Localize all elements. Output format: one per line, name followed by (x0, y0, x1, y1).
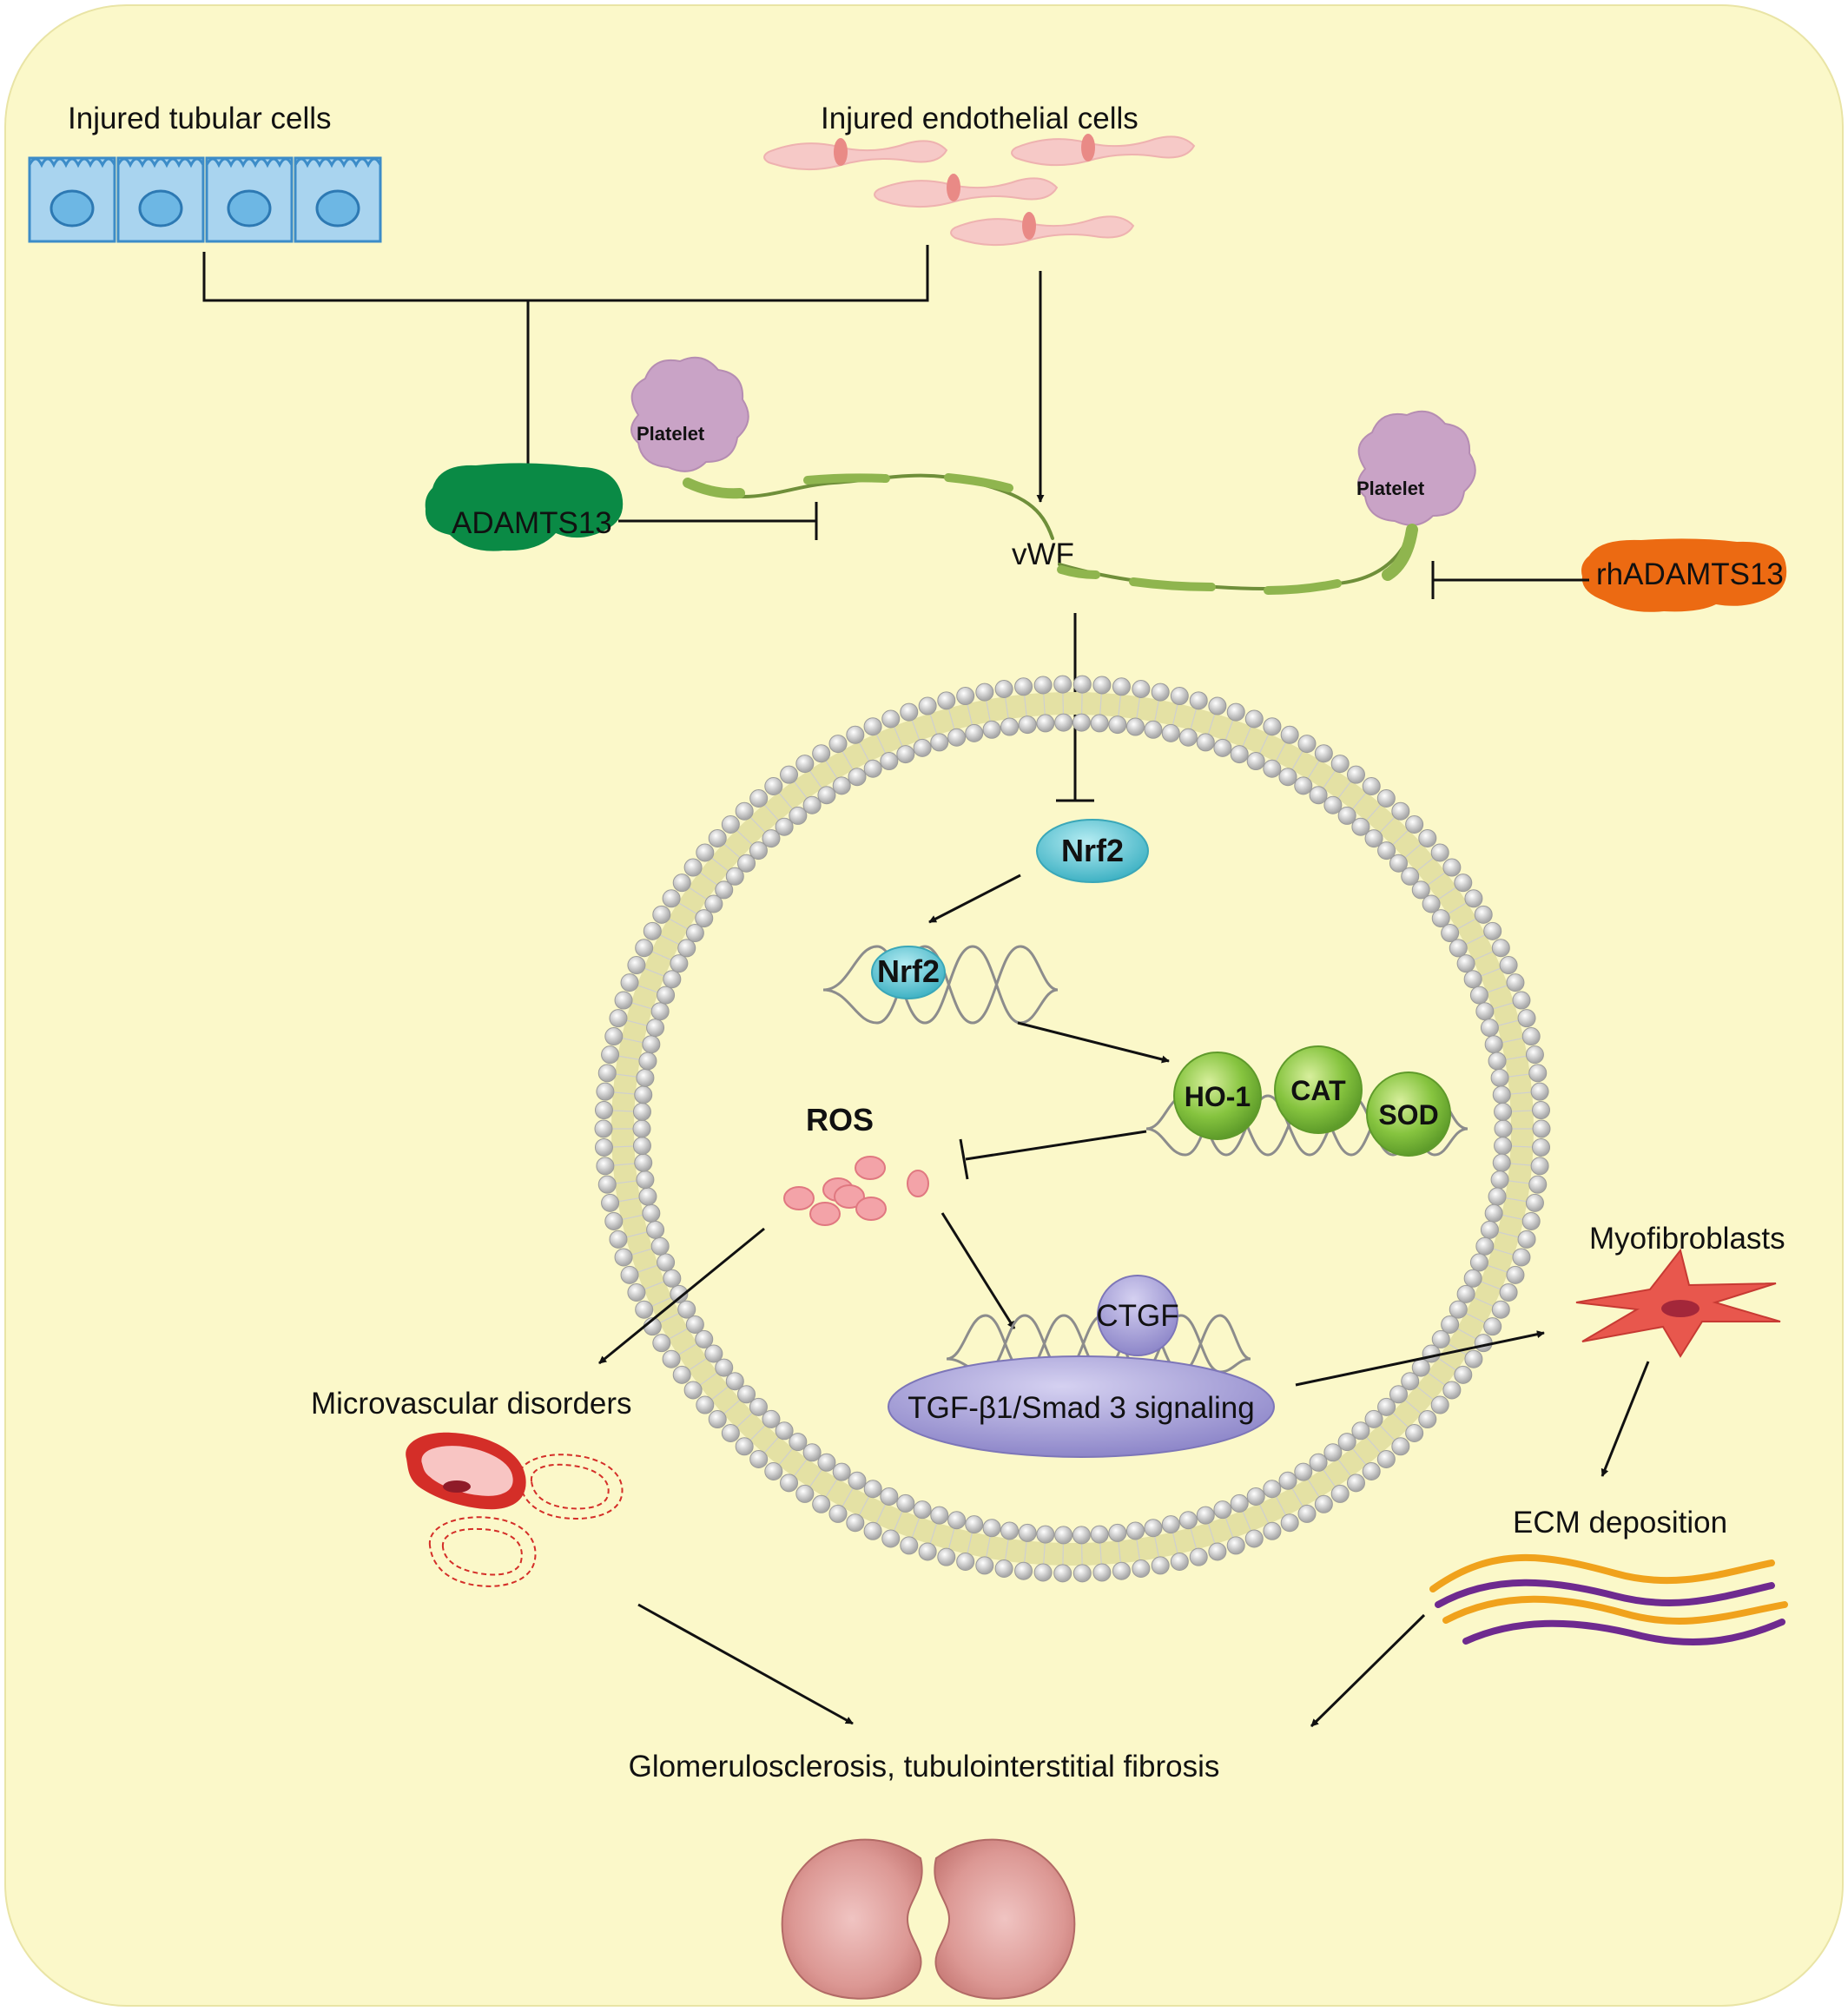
endothelial-cells-label: Injured endothelial cells (821, 102, 1138, 135)
ho1-label: HO-1 (1185, 1081, 1251, 1112)
microvascular-label: Microvascular disorders (311, 1387, 632, 1421)
cat-protein (1274, 1045, 1363, 1134)
myofibroblasts-label: Myofibroblasts (1589, 1222, 1785, 1256)
adamts13-label: ADAMTS13 (452, 506, 612, 540)
endothelial-cells (763, 134, 1196, 247)
sod-label: SOD (1378, 1099, 1438, 1131)
vessel-icons (406, 1432, 624, 1587)
rhadamts13-shape (1581, 538, 1787, 612)
background-panel (4, 4, 1844, 2007)
vwf-strand-upper (683, 473, 1054, 540)
ecm-fibers (1429, 1554, 1788, 1645)
platelet-right (1357, 410, 1476, 526)
arrow-myofibroblasts-to-ecm (1600, 1361, 1650, 1477)
nrf2-dna-bound-label: Nrf2 (877, 953, 940, 989)
ctgf-label: CTGF (1096, 1299, 1178, 1333)
nrf2-dna-bound (871, 946, 946, 999)
arrow-nrf2-to-nucleus (928, 874, 1021, 924)
cat-label: CAT (1290, 1075, 1346, 1106)
nrf2-cytoplasm (1036, 819, 1149, 883)
rhadamts13-label: rhADAMTS13 (1596, 557, 1784, 591)
platelet-left (630, 356, 749, 472)
inhibition-rhadamts13-to-vwf (1431, 561, 1589, 599)
adamts13-shape (425, 463, 624, 551)
ros-particles (783, 1156, 929, 1226)
inhibition-adamts13-to-vwf (618, 502, 818, 540)
tubular-cells (28, 156, 382, 243)
tgf-signaling (888, 1355, 1275, 1458)
tgf-label: TGF-β1/Smad 3 signaling (908, 1391, 1254, 1425)
sod-protein (1366, 1071, 1451, 1157)
ros-label: ROS (806, 1102, 874, 1137)
arrow-tgf-to-myofibroblasts (1295, 1330, 1545, 1387)
platelet-left-label: Platelet (637, 423, 705, 445)
ecm-label: ECM deposition (1513, 1506, 1727, 1540)
arrow-ros-to-tgf (940, 1212, 1016, 1329)
arrow-nrf2-to-enzymes (1017, 1021, 1170, 1064)
inhibition-enzymes-to-ros (959, 1130, 1147, 1180)
myofibroblast-cell (1575, 1248, 1781, 1358)
arrow-ros-to-microvascular (598, 1227, 765, 1365)
platelet-right-label: Platelet (1356, 478, 1425, 499)
arrow-microvascular-to-outcome (637, 1603, 854, 1725)
ho1-protein (1173, 1052, 1262, 1140)
cell-membrane (594, 675, 1551, 1583)
arrow-ecm-to-outcome (1310, 1613, 1426, 1728)
vwf-strand-lower (1057, 524, 1418, 595)
tubular-cells-label: Injured tubular cells (68, 102, 332, 135)
kidneys (781, 1838, 1076, 2000)
nrf2-cytoplasm-label: Nrf2 (1061, 833, 1124, 868)
ctgf-protein (1097, 1275, 1178, 1356)
outcome-label: Glomerulosclerosis, tubulointerstitial f… (629, 1750, 1220, 1784)
